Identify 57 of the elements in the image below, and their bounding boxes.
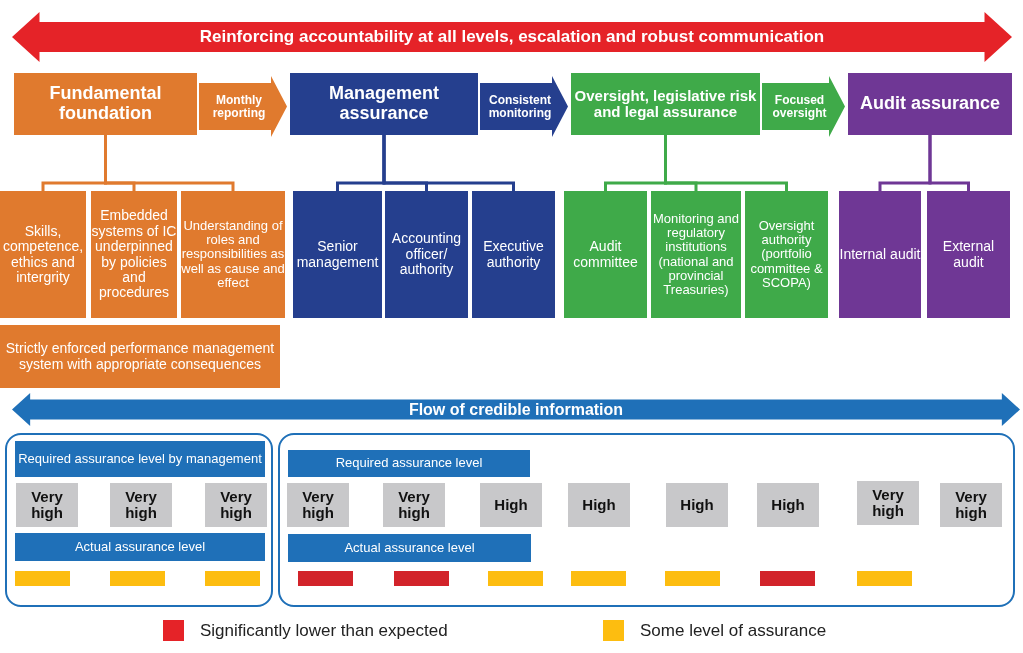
- group-frame: [278, 433, 1015, 607]
- heading-bar: Actual assurance level: [15, 533, 265, 561]
- category-header: Oversight, legislative risk and legal assurance: [571, 73, 760, 135]
- legend-text: Some level of assurance: [640, 620, 827, 641]
- rating-bar: [571, 571, 626, 586]
- role-box: Senior management: [293, 191, 382, 318]
- role-box: Skills, competence, ethics and intergrity: [0, 191, 86, 318]
- rating-bar: [15, 571, 70, 586]
- heading-bar: Required assurance level by management: [15, 441, 265, 477]
- role-box: Internal audit: [839, 191, 921, 318]
- block-arrow: [480, 76, 568, 137]
- role-box: Accounting officer/ authority: [385, 191, 468, 318]
- category-header: Audit assurance: [848, 73, 1012, 135]
- connector-line: [104, 135, 235, 191]
- edge-label: Focused oversight: [771, 91, 828, 122]
- level-box: Very high: [110, 483, 172, 527]
- connector-line: [664, 135, 788, 191]
- level-box: Very high: [16, 483, 78, 527]
- connector-line: [928, 135, 970, 191]
- legend-text: Significantly lower than expected: [200, 620, 448, 641]
- rating-bar: [394, 571, 449, 586]
- heading-bar: Required assurance level: [288, 450, 530, 477]
- level-box: Very high: [205, 483, 267, 527]
- rating-bar: [760, 571, 815, 586]
- level-box: Very high: [383, 483, 445, 527]
- role-box: Embedded systems of IC underpinned by policies and procedures: [91, 191, 177, 318]
- rating-bar: [665, 571, 720, 586]
- block-arrow: [762, 76, 845, 137]
- level-box: High: [666, 483, 728, 527]
- edge-label: Consistent monitoring: [487, 91, 553, 122]
- role-box: External audit: [927, 191, 1010, 318]
- role-box: Executive authority: [472, 191, 555, 318]
- rating-bar: [298, 571, 353, 586]
- category-header: Fundamental foundation: [14, 73, 197, 135]
- category-header: Management assurance: [290, 73, 478, 135]
- group-frame: [5, 433, 273, 607]
- connector-line: [382, 135, 515, 191]
- level-box: Very high: [857, 481, 919, 525]
- role-box: Monitoring and regulatory institutions (national and provincial Treasuries): [651, 191, 741, 318]
- rating-bar: [857, 571, 912, 586]
- role-box: Strictly enforced performance management system with appropriate consequences: [0, 325, 280, 388]
- block-arrow: [199, 76, 287, 137]
- level-box: High: [568, 483, 630, 527]
- level-box: High: [757, 483, 819, 527]
- role-box: Oversight authority (portfolio committee & SCOPA): [745, 191, 828, 318]
- level-box: Very high: [940, 483, 1002, 527]
- heading-bar: Actual assurance level: [288, 534, 531, 562]
- level-box: Very high: [287, 483, 349, 527]
- role-box: Audit committee: [564, 191, 647, 318]
- edge-label: Monthly reporting: [211, 91, 267, 122]
- level-box: High: [480, 483, 542, 527]
- banner-arrow: Reinforcing accountability at all levels, escalation and robust communication: [12, 12, 1012, 62]
- role-box: Understanding of roles and responsibilities as well as cause and effect: [181, 191, 285, 318]
- rating-bar: [110, 571, 165, 586]
- banner-arrow: Flow of credible information: [12, 393, 1020, 426]
- rating-bar: [205, 571, 260, 586]
- rating-bar: [488, 571, 543, 586]
